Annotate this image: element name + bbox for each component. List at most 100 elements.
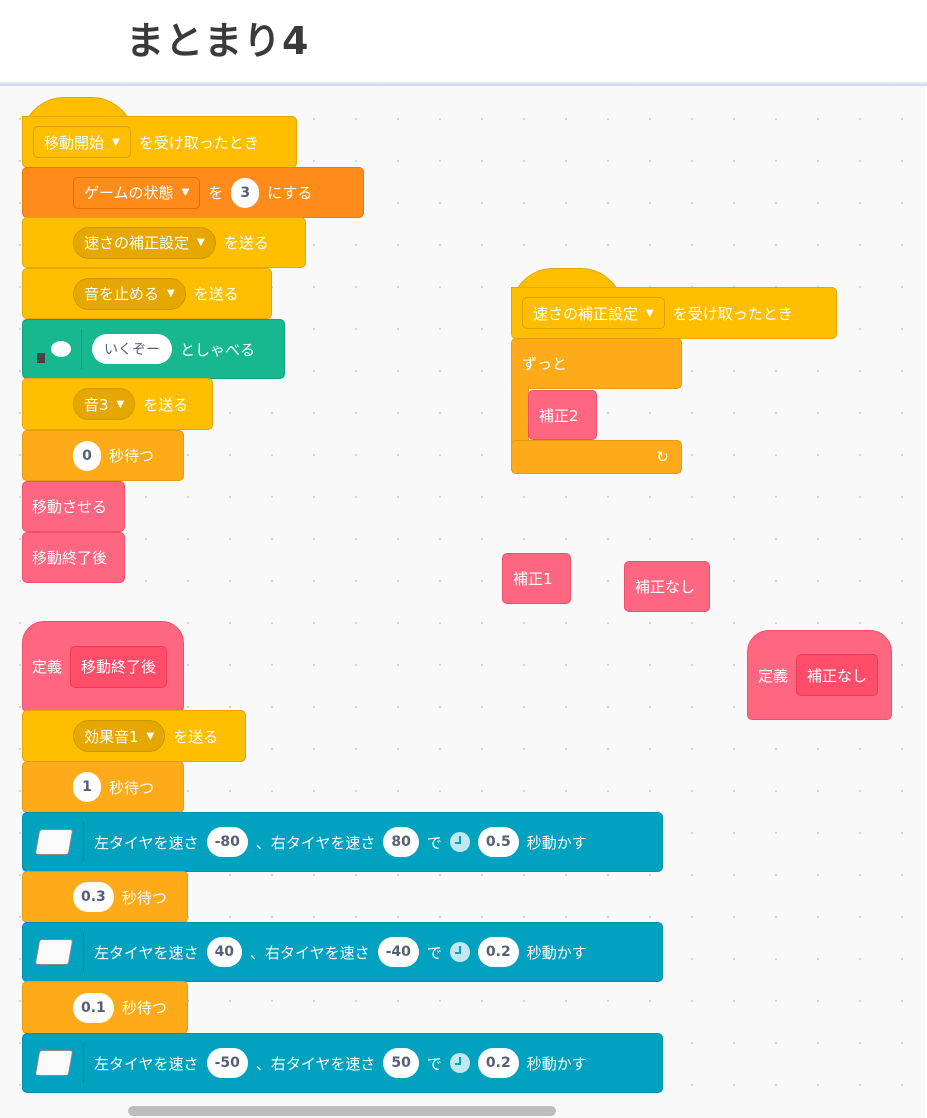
wait-block[interactable]: 0.1 秒待つ bbox=[22, 981, 188, 1034]
separator bbox=[83, 1043, 84, 1083]
dropdown-arrow-icon: ▼ bbox=[146, 730, 155, 742]
left-speed-input[interactable]: -50 bbox=[206, 1048, 248, 1078]
message-dropdown[interactable]: 速さの補正設定▼ bbox=[73, 226, 216, 259]
message-dropdown[interactable]: 音を止める▼ bbox=[73, 277, 186, 310]
block-label: を送る bbox=[173, 727, 219, 746]
wait-block[interactable]: 0 秒待つ bbox=[22, 430, 184, 481]
robot-cube-icon bbox=[34, 1050, 74, 1076]
block-label: としゃべる bbox=[180, 340, 256, 359]
wait-block[interactable]: 1 秒待つ bbox=[22, 761, 184, 813]
block-label: を送る bbox=[223, 234, 269, 252]
custom-block-after-move[interactable]: 移動終了後 bbox=[22, 532, 125, 583]
loop-arrow-icon: ↻ bbox=[656, 448, 669, 466]
procedure-prototype[interactable]: 移動終了後 bbox=[70, 645, 168, 688]
right-speed-input[interactable]: 50 bbox=[383, 1048, 419, 1078]
variable-dropdown[interactable]: ゲームの状態▼ bbox=[73, 176, 201, 209]
when-receive-block[interactable]: 速さの補正設定▼ を受け取ったとき bbox=[511, 287, 837, 339]
broadcast-block[interactable]: 効果音1▼ を送る bbox=[22, 710, 246, 762]
seconds-input[interactable]: 0 bbox=[73, 440, 101, 471]
move-tires-block[interactable]: 左タイヤを速さ -80 、右タイヤを速さ 80 で 0.5 秒動かす bbox=[22, 812, 663, 872]
robot-cube-icon bbox=[34, 939, 74, 965]
separator bbox=[81, 329, 82, 369]
left-speed-input[interactable]: 40 bbox=[206, 937, 243, 967]
procedure-prototype[interactable]: 補正なし bbox=[796, 654, 879, 696]
wait-block[interactable]: 0.3 秒待つ bbox=[22, 871, 188, 923]
duration-input[interactable]: 0.2 bbox=[477, 1048, 519, 1078]
custom-block-correction1[interactable]: 補正1 bbox=[502, 553, 571, 604]
clock-icon bbox=[449, 942, 470, 962]
block-label: 秒動かす bbox=[526, 1054, 587, 1073]
block-label: で bbox=[426, 833, 442, 852]
broadcast-block[interactable]: 音を止める▼ を送る bbox=[22, 268, 272, 319]
block-label: 、右タイヤを速さ bbox=[255, 1054, 376, 1073]
forever-bottom: ↻ bbox=[511, 440, 682, 474]
block-label: 補正2 bbox=[539, 406, 579, 425]
block-label: 秒待つ bbox=[121, 888, 167, 907]
move-tires-block[interactable]: 左タイヤを速さ 40 、右タイヤを速さ -40 で 0.2 秒動かす bbox=[22, 922, 663, 982]
speak-block[interactable]: いくぞー としゃべる bbox=[22, 319, 285, 379]
block-label: 、右タイヤを速さ bbox=[255, 833, 376, 852]
when-receive-block[interactable]: 移動開始▼ を受け取ったとき bbox=[22, 116, 297, 168]
move-tires-block[interactable]: 左タイヤを速さ -50 、右タイヤを速さ 50 で 0.2 秒動かす bbox=[22, 1033, 663, 1093]
right-speed-input[interactable]: -40 bbox=[377, 937, 419, 967]
message-dropdown[interactable]: 移動開始▼ bbox=[33, 126, 131, 158]
value-input[interactable]: 3 bbox=[231, 177, 260, 208]
robot-cube-icon bbox=[34, 829, 74, 855]
horizontal-scrollbar[interactable] bbox=[128, 1106, 556, 1116]
block-label: を送る bbox=[143, 395, 189, 414]
block-label: 左タイヤを速さ bbox=[94, 1054, 199, 1073]
left-speed-input[interactable]: -80 bbox=[206, 827, 248, 857]
block-label: を受け取ったとき bbox=[672, 304, 793, 323]
block-label: を送る bbox=[193, 285, 239, 303]
dropdown-arrow-icon: ▼ bbox=[116, 398, 125, 410]
dropdown-arrow-icon: ▼ bbox=[167, 288, 175, 299]
duration-input[interactable]: 0.2 bbox=[477, 937, 519, 967]
block-label: で bbox=[426, 1054, 442, 1073]
define-label: 定義 bbox=[32, 658, 63, 676]
block-label: 秒動かす bbox=[526, 833, 587, 852]
speak-text-input[interactable]: いくぞー bbox=[92, 334, 172, 364]
block-label: 補正1 bbox=[513, 570, 553, 588]
clock-icon bbox=[449, 832, 470, 852]
block-label: 左タイヤを速さ bbox=[94, 833, 199, 852]
divider bbox=[0, 82, 927, 86]
dropdown-arrow-icon: ▼ bbox=[181, 187, 190, 198]
define-label: 定義 bbox=[758, 666, 789, 685]
block-label: 左タイヤを速さ bbox=[94, 943, 199, 962]
page-title: まとまり4 bbox=[126, 19, 310, 63]
broadcast-block[interactable]: 音3▼ を送る bbox=[22, 378, 213, 430]
block-label: 補正なし bbox=[635, 578, 696, 596]
seconds-input[interactable]: 0.1 bbox=[73, 992, 114, 1023]
message-dropdown[interactable]: 音3▼ bbox=[73, 388, 136, 420]
block-label: で bbox=[426, 943, 442, 962]
custom-block-no-correction[interactable]: 補正なし bbox=[624, 561, 710, 612]
custom-block-move[interactable]: 移動させる bbox=[22, 481, 125, 532]
define-block[interactable]: 定義 移動終了後 bbox=[22, 621, 184, 712]
block-label: 秒動かす bbox=[526, 943, 587, 962]
dropdown-arrow-icon: ▼ bbox=[197, 237, 205, 248]
block-label: を bbox=[208, 184, 224, 202]
dropdown-arrow-icon: ▼ bbox=[646, 307, 654, 319]
block-label: ずっと bbox=[522, 355, 568, 373]
clock-icon bbox=[449, 1053, 470, 1073]
right-speed-input[interactable]: 80 bbox=[383, 827, 419, 857]
speech-bubble-icon bbox=[37, 341, 71, 363]
broadcast-block[interactable]: 速さの補正設定▼ を送る bbox=[22, 217, 306, 268]
define-block[interactable]: 定義 補正なし bbox=[747, 630, 892, 720]
block-label: 、右タイヤを速さ bbox=[250, 943, 370, 962]
custom-block-correction2[interactable]: 補正2 bbox=[528, 390, 597, 440]
seconds-input[interactable]: 1 bbox=[73, 772, 101, 802]
set-variable-block[interactable]: ゲームの状態▼ を 3 にする bbox=[22, 167, 364, 218]
message-dropdown[interactable]: 速さの補正設定▼ bbox=[522, 297, 665, 329]
seconds-input[interactable]: 0.3 bbox=[73, 882, 114, 912]
separator bbox=[83, 932, 84, 972]
dropdown-arrow-icon: ▼ bbox=[112, 136, 120, 148]
duration-input[interactable]: 0.5 bbox=[477, 827, 519, 857]
block-label: 移動させる bbox=[32, 498, 108, 516]
block-label: にする bbox=[267, 184, 313, 202]
block-label: を受け取ったとき bbox=[138, 133, 259, 152]
forever-arm bbox=[511, 385, 529, 445]
forever-block[interactable]: ずっと bbox=[511, 338, 682, 389]
message-dropdown[interactable]: 効果音1▼ bbox=[73, 720, 166, 752]
block-label: 秒待つ bbox=[109, 778, 155, 797]
